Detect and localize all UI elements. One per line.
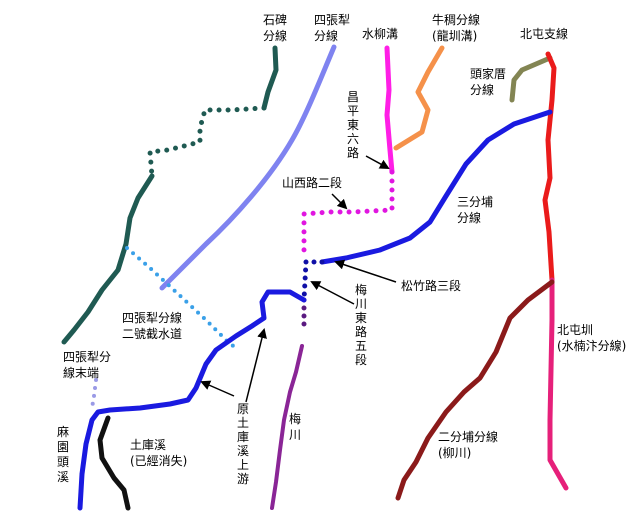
- label-sizhangli: 四張犁分線: [314, 13, 350, 43]
- mayuantou-line-2: 頭: [57, 455, 69, 469]
- tukuxi-line-1: (已經消失): [130, 453, 187, 468]
- sanfenpu-line-1: 分線: [457, 210, 481, 225]
- mayuantou-line-1: 園: [57, 440, 69, 454]
- erfenpu-canal: [395, 279, 555, 501]
- sizhangli_no2-line-0: 四張犁分線: [122, 310, 182, 325]
- label-meichuan-road: 梅川東路五段: [355, 282, 367, 367]
- toujiacuo-line-0: 頭家厝: [470, 66, 506, 81]
- meichuan_road-line-1: 川: [355, 297, 367, 311]
- changping-arrow: [365, 155, 390, 169]
- shibei-canal-solid: [261, 45, 279, 111]
- toujiacuo-line-1: 分線: [470, 82, 494, 97]
- meichuan-road-arrow: [310, 281, 355, 305]
- changping-line-1: 平: [347, 104, 359, 118]
- songzhu-arrow: [334, 259, 397, 283]
- yuantuku-line-2: 庫: [237, 430, 249, 444]
- niuchou-line-1: (龍圳溝): [432, 28, 477, 43]
- label-shanxi: 山西路二段: [282, 175, 342, 190]
- label-sizhangli-no2: 四張犁分線二號截水道: [122, 310, 182, 341]
- changping-dotted: [301, 169, 395, 261]
- meichuan_road-line-5: 段: [355, 352, 367, 367]
- label-changping: 昌平東六路: [347, 90, 359, 160]
- meichuan_road-line-0: 梅: [355, 282, 367, 297]
- shanxi-line-0: 山西路二段: [282, 175, 342, 190]
- shibei-line-1: 分線: [263, 28, 287, 43]
- sanfenpu-line-0: 三分埔: [457, 195, 493, 209]
- sizhangli-canal: [159, 44, 337, 291]
- songzhu-line-0: 松竹路三段: [401, 278, 461, 293]
- tukuxi-line-0: 土庫溪: [130, 438, 166, 452]
- erfenpu-line-0: 二分埔分線: [438, 429, 498, 444]
- label-tukuxi: 土庫溪(已經消失): [130, 438, 187, 468]
- label-songzhu: 松竹路三段: [401, 278, 461, 293]
- label-niuchou: 牛稠分線(龍圳溝): [432, 12, 480, 43]
- sizhangli-end-dotted: [90, 378, 98, 410]
- changping-line-2: 東: [347, 118, 359, 132]
- beitun-canal: [542, 51, 557, 283]
- label-mayuantou: 麻園頭溪: [57, 424, 69, 484]
- sizhangli_end-line-1: 線末端: [63, 365, 99, 380]
- meichuan-line-0: 梅: [289, 411, 301, 426]
- label-meichuan: 梅川: [289, 411, 301, 442]
- label-shibei: 石碑分線: [263, 12, 287, 43]
- changping-line-4: 路: [347, 145, 359, 160]
- yuantuku-line-5: 游: [237, 472, 249, 486]
- mayuantou-line-0: 麻: [57, 424, 69, 439]
- meichuan-canal: [270, 344, 304, 510]
- shuiliugou-canal: [384, 45, 395, 175]
- sizhangli-line-0: 四張犁: [314, 13, 350, 27]
- label-yuantuku: 原土庫溪上游: [237, 402, 249, 486]
- changping-line-0: 昌: [347, 90, 359, 104]
- label-sanfenpu: 三分埔分線: [457, 195, 493, 225]
- meichuan_road-line-3: 路: [355, 324, 367, 339]
- niuchou-line-0: 牛稠分線: [432, 12, 480, 27]
- meichuan_road-line-2: 東: [355, 311, 367, 325]
- shuiliugou-line-0: 水柳溝: [362, 27, 398, 41]
- meichuan-line-1: 川: [289, 428, 301, 442]
- label-toujiacuo: 頭家厝分線: [470, 66, 506, 97]
- sizhangli_end-line-0: 四張犁分: [63, 350, 111, 364]
- sizhangli-line-1: 分線: [314, 28, 338, 43]
- label-shuiliugou: 水柳溝: [362, 27, 398, 41]
- label-sizhangli-end: 四張犁分線末端: [63, 350, 111, 380]
- sizhangli-no2-canal: [125, 246, 238, 350]
- erfenpu-line-1: (柳川): [438, 446, 471, 460]
- yuantuku-line-4: 上: [237, 458, 249, 472]
- shibei-canal-dotted: [147, 105, 267, 179]
- songzhu-dotted: [301, 259, 325, 303]
- label-beitun-branch: 北屯支線: [520, 26, 568, 41]
- beitun_canal-line-0: 北屯圳: [557, 323, 593, 337]
- shibei-line-0: 石碑: [263, 12, 287, 27]
- label-beitun-canal: 北屯圳(水楠汴分線): [557, 323, 626, 353]
- label-erfenpu: 二分埔分線 (柳川): [438, 429, 498, 460]
- mayuantou-line-3: 溪: [57, 470, 69, 484]
- sizhangli_no2-line-1: 二號截水道: [122, 327, 182, 341]
- yuantuku-arrow-1: [200, 380, 235, 397]
- yuantuku-line-0: 原: [237, 402, 249, 416]
- sanfenpu-canal: [319, 109, 553, 265]
- yuantuku-line-1: 土: [237, 416, 249, 430]
- meichuan_road-line-4: 五: [355, 339, 367, 353]
- shibei-canal-lower: [61, 173, 155, 345]
- changping-line-3: 六: [347, 132, 359, 146]
- yuantuku-line-3: 溪: [237, 444, 249, 458]
- beitun-canal-lower: [547, 277, 569, 491]
- niuchou-canal: [393, 45, 445, 151]
- beitun_canal-line-1: (水楠汴分線): [557, 338, 626, 353]
- yuantuku-arrow-2: [245, 328, 267, 403]
- beitun_branch-line-0: 北屯支線: [520, 26, 568, 41]
- shanxi-arrow: [331, 193, 348, 210]
- mayuantou-canal: [77, 289, 307, 511]
- tukuxi-canal: [97, 415, 131, 511]
- toujiacuo-canal: [509, 55, 553, 103]
